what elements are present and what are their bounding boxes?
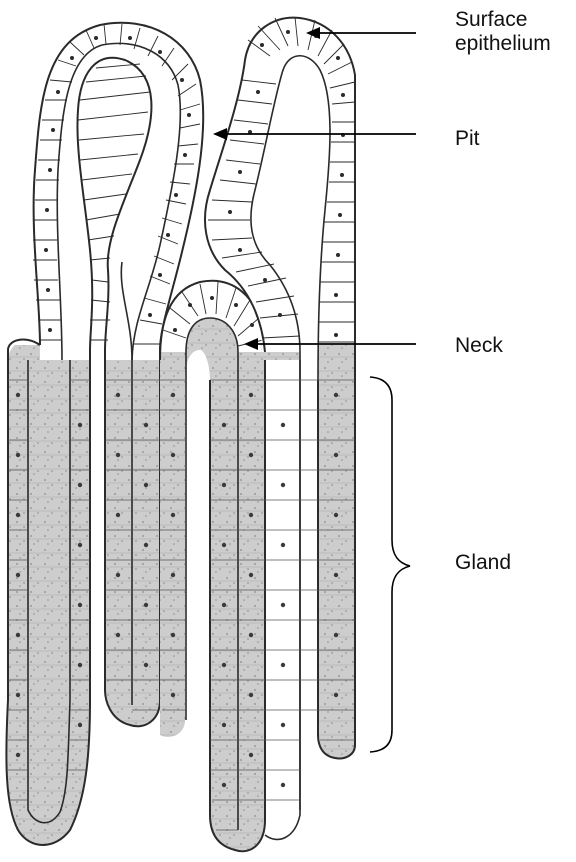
label-neck: Neck [455,334,503,358]
label-gland: Gland [455,551,511,575]
arrowhead-icon [213,128,227,140]
center-pit-and-gland [160,281,265,851]
center-gland-cells [160,281,265,851]
label-surface-line2: epithelium [455,32,551,56]
gland-brace [370,377,410,752]
label-surface-epithelium: Surface epithelium [455,8,551,56]
label-pit: Pit [455,127,480,151]
label-surface-line1: Surface [455,8,551,32]
